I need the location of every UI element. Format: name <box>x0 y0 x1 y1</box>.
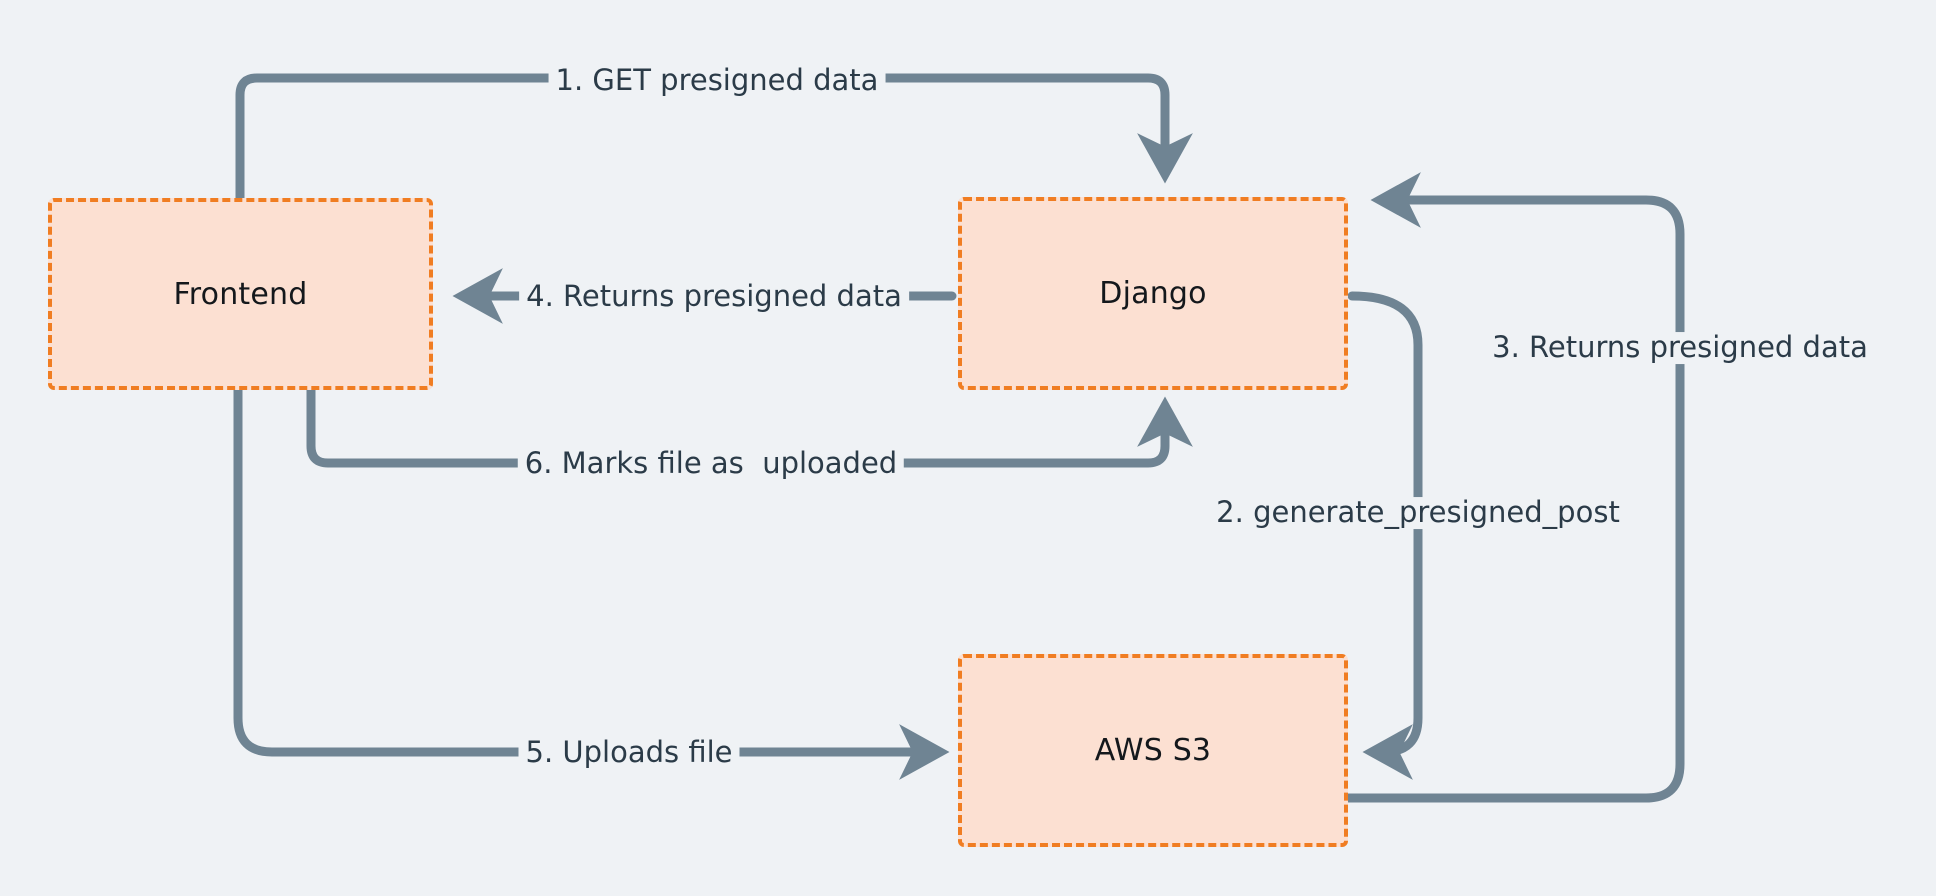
edge-label-5: 5. Uploads file <box>518 736 740 769</box>
edge-label-2: 2. generate_presigned_post <box>1209 496 1627 529</box>
edge-path-2 <box>1347 291 1423 780</box>
edge-path-3 <box>1085 172 1685 803</box>
node-frontend[interactable]: Frontend <box>48 198 433 390</box>
node-django-label: Django <box>1099 276 1207 311</box>
node-django[interactable]: Django <box>958 197 1348 390</box>
edge-path-5 <box>233 385 950 780</box>
node-aws-s3[interactable]: AWS S3 <box>958 654 1348 847</box>
edge-label-4: 4. Returns presigned data <box>519 280 909 313</box>
node-aws-s3-label: AWS S3 <box>1094 733 1212 768</box>
node-frontend-label: Frontend <box>173 276 308 312</box>
edge-label-1: 1. GET presigned data <box>548 64 886 97</box>
edge-label-6: 6. Marks file as uploaded <box>517 447 905 480</box>
edge-label-3: 3. Returns presigned data <box>1485 331 1875 364</box>
